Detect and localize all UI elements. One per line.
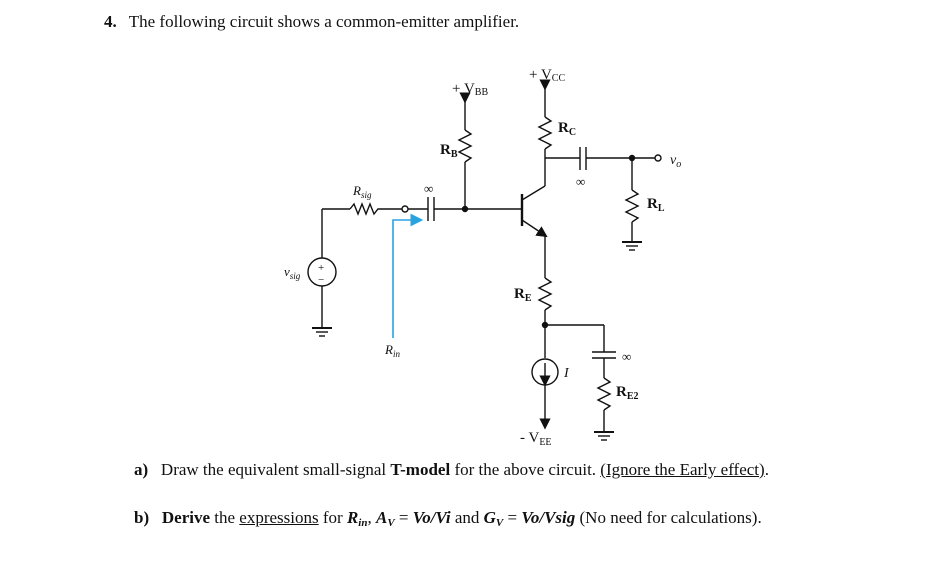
part-a-text2: for the above circuit. — [454, 460, 597, 479]
part-b-eq1: = — [398, 508, 409, 527]
rsig-resistor — [349, 202, 402, 216]
bjt-emitter — [521, 219, 548, 238]
question-prompt: The following circuit shows a common-emi… — [128, 12, 520, 31]
gv-symbol: GV — [483, 508, 504, 529]
part-b-label: b) — [134, 508, 150, 527]
question-title: 4. The following circuit shows a common-e… — [104, 12, 519, 32]
gv-expression: Vo/Vsig — [521, 508, 576, 527]
re2-label: RE2 — [616, 384, 639, 402]
part-b-the: the — [214, 508, 236, 527]
rin-label: Rin — [384, 342, 400, 359]
av-expression: Vo/Vi — [412, 508, 451, 527]
output-terminal — [654, 154, 662, 162]
part-a: a) Draw the equivalent small-signal T-mo… — [134, 460, 769, 480]
part-b-eq2: = — [507, 508, 518, 527]
part-b-for: for — [322, 508, 343, 527]
circuit-diagram: + VCC + VBB RC RB Rsig vsig + − RL vo ∞ … — [284, 67, 681, 448]
vsig-minus: − — [318, 274, 324, 286]
rin-indicator-line — [392, 213, 424, 338]
part-a-model: T-model — [390, 460, 451, 479]
rsig-label: Rsig — [352, 183, 372, 200]
current-label: I — [563, 366, 570, 381]
part-b-comma: , — [367, 508, 372, 527]
part-a-text1: Draw the equivalent small-signal — [160, 460, 387, 479]
question-number: 4. — [104, 12, 117, 31]
part-b: b) Derive the expressions for Rin, AV = … — [134, 508, 762, 529]
vbb-label: + VBB — [452, 81, 488, 98]
input-node — [401, 205, 409, 213]
output-cap-infinity: ∞ — [576, 174, 585, 189]
rin-symbol: Rin — [346, 508, 368, 529]
rc-label: RC — [558, 120, 576, 138]
rc-resistor — [537, 116, 553, 150]
vee-label: - VEE — [520, 430, 552, 448]
part-b-note: (No need for calculations). — [579, 508, 762, 527]
rl-resistor — [624, 189, 640, 223]
vcc-label: + VCC — [529, 67, 565, 84]
bypass-cap-infinity: ∞ — [622, 349, 631, 364]
rl-label: RL — [647, 196, 665, 214]
bjt-collector — [521, 185, 546, 201]
part-a-label: a) — [134, 460, 149, 479]
part-b-and: and — [454, 508, 480, 527]
part-b-expressions: expressions — [239, 508, 319, 527]
input-cap-infinity: ∞ — [424, 181, 433, 196]
part-a-note: (Ignore the Early effect) — [600, 460, 765, 479]
rb-label: RB — [440, 142, 458, 160]
vsig-plus: + — [318, 262, 324, 274]
re-resistor — [537, 277, 553, 311]
re-label: RE — [514, 286, 532, 304]
re2-resistor — [596, 377, 612, 411]
rb-resistor — [457, 129, 473, 163]
av-symbol: AV — [375, 508, 395, 529]
part-a-end: . — [764, 460, 769, 479]
vo-label: vo — [670, 153, 681, 170]
vsig-label: vsig — [284, 264, 301, 281]
part-b-derive: Derive — [161, 508, 211, 527]
